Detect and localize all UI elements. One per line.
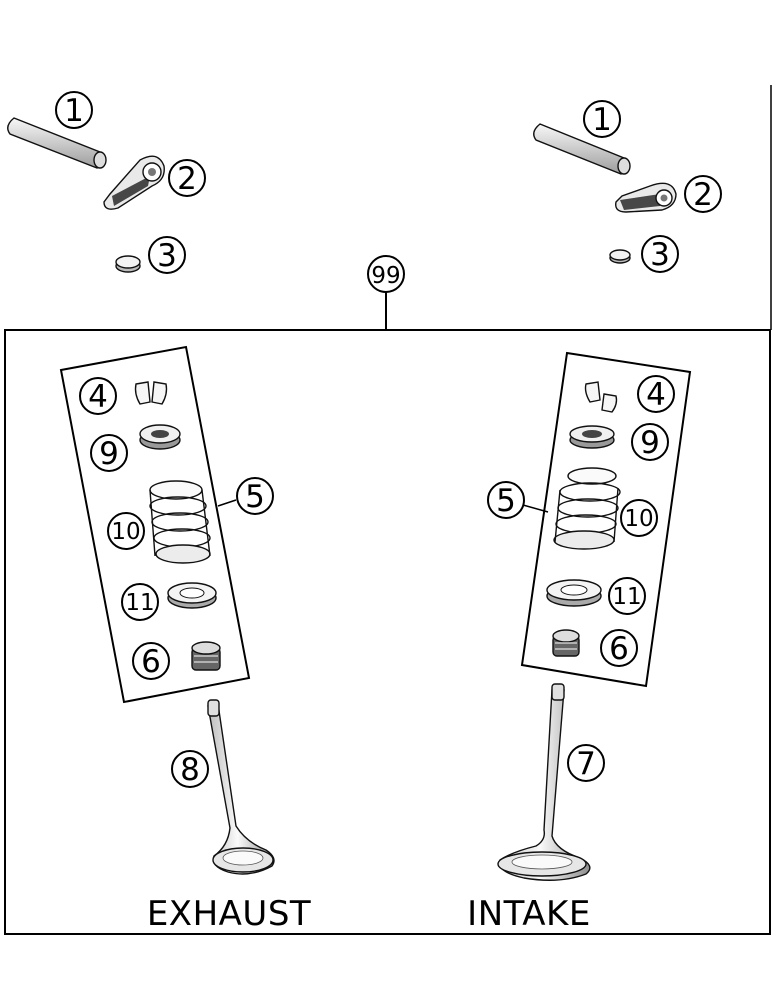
intake-rocker-cap bbox=[609, 249, 631, 264]
exhaust-retainer bbox=[139, 424, 181, 450]
callout-kit-number: 99 bbox=[371, 263, 400, 289]
exhaust-spring-seat bbox=[167, 582, 217, 609]
callout-exhaust-group: 5 bbox=[217, 477, 274, 515]
exhaust-valve bbox=[207, 699, 275, 875]
intake-label: INTAKE bbox=[467, 894, 591, 934]
callout-kit: 99 bbox=[367, 255, 405, 293]
callout-exhaust-seal-number: 6 bbox=[141, 644, 161, 680]
callout-exhaust-cap: 3 bbox=[148, 236, 186, 274]
callout-intake-group-number: 5 bbox=[496, 483, 516, 519]
callout-exhaust-rocker: 2 bbox=[168, 159, 206, 197]
callout-intake-valve-number: 7 bbox=[576, 746, 596, 782]
exhaust-valve-seal bbox=[191, 641, 221, 671]
intake-valve bbox=[497, 683, 591, 881]
callout-exhaust-retainer-number: 9 bbox=[99, 436, 119, 472]
intake-spring bbox=[553, 467, 621, 550]
intake-rocker-pin bbox=[533, 123, 631, 175]
callout-intake-rocker-number: 2 bbox=[693, 177, 713, 213]
callout-intake-seal: 6 bbox=[600, 629, 638, 667]
exhaust-collets bbox=[134, 381, 168, 405]
intake-retainer bbox=[569, 425, 615, 449]
kit-frame bbox=[4, 329, 771, 935]
exhaust-rocker-arm bbox=[103, 155, 165, 210]
callout-intake-seat-number: 11 bbox=[612, 584, 641, 610]
intake-valve-seal bbox=[552, 629, 580, 657]
callout-intake-collet: 4 bbox=[637, 375, 675, 413]
callout-intake-pin-number: 1 bbox=[592, 102, 612, 138]
callout-exhaust-group-number: 5 bbox=[245, 479, 265, 515]
callout-intake-retainer: 9 bbox=[631, 423, 669, 461]
exhaust-rocker-pin bbox=[7, 117, 107, 169]
callout-exhaust-cap-number: 3 bbox=[157, 238, 177, 274]
callout-exhaust-seat-number: 11 bbox=[125, 590, 154, 616]
callout-intake-valve: 7 bbox=[567, 744, 605, 782]
exhaust-label: EXHAUST bbox=[147, 894, 311, 934]
exhaust-spring bbox=[149, 480, 211, 564]
callout-intake-group: 5 bbox=[487, 481, 549, 519]
callout-exhaust-spring-number: 10 bbox=[111, 519, 140, 545]
callout-exhaust-spring: 10 bbox=[107, 512, 145, 550]
callout-exhaust-pin-number: 1 bbox=[64, 93, 84, 129]
callout-intake-pin: 1 bbox=[583, 100, 621, 138]
callout-exhaust-retainer: 9 bbox=[90, 434, 128, 472]
callout-intake-cap: 3 bbox=[641, 235, 679, 273]
callout-exhaust-collet-number: 4 bbox=[88, 379, 108, 415]
callout-exhaust-valve: 8 bbox=[171, 750, 209, 788]
intake-spring-seat bbox=[546, 579, 602, 607]
callout-intake-seat: 11 bbox=[608, 577, 646, 615]
callout-intake-spring-number: 10 bbox=[624, 506, 653, 532]
callout-exhaust-seal: 6 bbox=[132, 642, 170, 680]
exhaust-group-frame bbox=[59, 345, 251, 704]
callout-exhaust-rocker-number: 2 bbox=[177, 161, 197, 197]
callout-intake-seal-number: 6 bbox=[609, 631, 629, 667]
intake-collets bbox=[584, 381, 618, 413]
intake-group-frame bbox=[520, 351, 692, 688]
callout-exhaust-valve-number: 8 bbox=[180, 752, 200, 788]
callout-exhaust-pin: 1 bbox=[55, 91, 93, 129]
callout-exhaust-seat: 11 bbox=[121, 583, 159, 621]
callout-exhaust-collet: 4 bbox=[79, 377, 117, 415]
callout-intake-retainer-number: 9 bbox=[640, 425, 660, 461]
exhaust-rocker-cap bbox=[115, 255, 141, 273]
intake-rocker-arm bbox=[615, 182, 677, 213]
callout-intake-rocker: 2 bbox=[684, 175, 722, 213]
callout-intake-spring: 10 bbox=[620, 499, 658, 537]
callout-intake-cap-number: 3 bbox=[650, 237, 670, 273]
callout-intake-collet-number: 4 bbox=[646, 377, 666, 413]
